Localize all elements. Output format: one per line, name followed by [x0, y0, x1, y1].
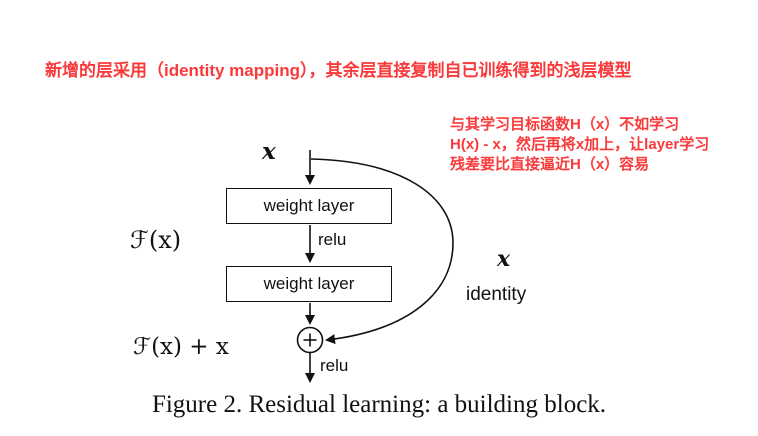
relu-label-mid: relu [318, 230, 347, 249]
identity-label: identity [466, 284, 527, 305]
annotation-top-note: 新增的层采用（identity mapping），其余层直接复制自已训练得到的浅… [45, 61, 632, 80]
input-x-label: x [262, 138, 276, 165]
skip-x-label: x [497, 246, 511, 272]
relu-label-output: relu [320, 356, 349, 375]
weight-layer-box-top: weight layer [226, 188, 392, 224]
weight-layer-box-bottom: weight layer [226, 266, 392, 302]
sum-plus-icon [296, 326, 324, 354]
annotation-side-line-3: 残差要比直接逼近H（x）容易 [450, 156, 650, 173]
annotation-side-line-2: H(x) - x，然后再将x加上，让layer学习 [450, 136, 710, 153]
figure-caption: Figure 2. Residual learning: a building … [151, 391, 607, 418]
skip-connection-curve [310, 158, 454, 345]
residual-function-label: ℱ(x) [130, 226, 182, 254]
annotation-side-line-1: 与其学习目标函数H（x）不如学习 [450, 116, 680, 133]
sum-output-label: ℱ(x) + x [133, 334, 229, 360]
annotation-side-note: 与其学习目标函数H（x）不如学习 H(x) - x，然后再将x加上，让layer… [450, 115, 709, 175]
